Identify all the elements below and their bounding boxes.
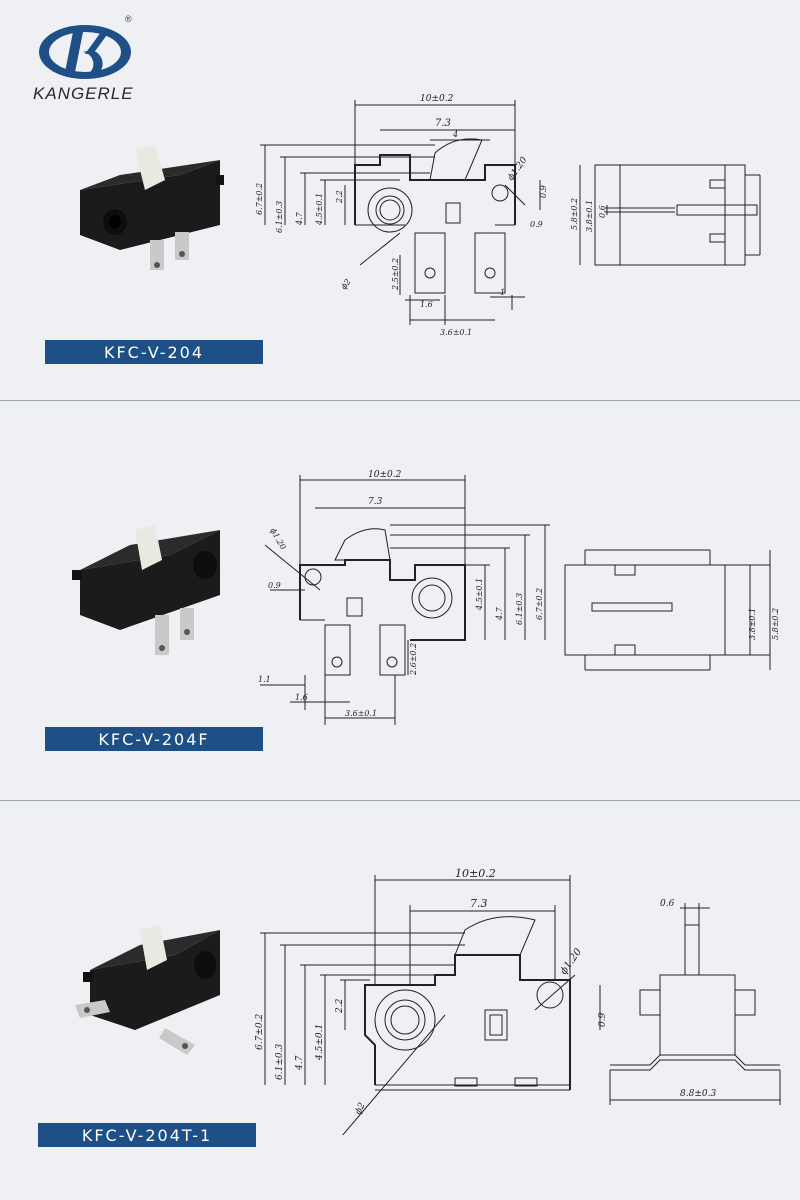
dim-total-length: 10±0.2 [368, 470, 402, 480]
dim-height-body: 4.5±0.1 [315, 193, 324, 226]
dim-pin-height: 2.5±0.2 [391, 258, 400, 291]
dim-09-a: 0.9 [539, 185, 548, 198]
dim-height-on: 6.1±0.3 [275, 1044, 285, 1080]
product-photo-kfc-v-204f [72, 525, 220, 655]
section-kfc-v-204t-1: KFC-V-204T-1 10±0.2 7.3 ϕ1.20 [0, 800, 800, 1200]
dim-base-width: 8.8±0.3 [680, 1089, 716, 1099]
side-inner: 3.8±0.1 [748, 608, 757, 640]
dim-total-length: 10±0.2 [420, 94, 454, 104]
side-width: 5.8±0.2 [771, 608, 780, 640]
divider-1 [0, 400, 800, 401]
dim-pin-pitch: 3.6±0.1 [440, 328, 472, 337]
dim-pin-pitch: 3.6±0.1 [345, 709, 377, 718]
dim-hole-d2: ϕ2 [354, 1101, 368, 1116]
side-view-drawing: 3.8±0.1 5.8±0.2 [564, 549, 780, 671]
dim-total-length: 10±0.2 [455, 867, 496, 880]
dim-height-max: 4.7 [295, 1055, 305, 1071]
dim-hole-diameter: ϕ1.20 [558, 946, 584, 977]
dim-height-total: 6.7±0.2 [255, 183, 264, 215]
dim-22: 2.2 [335, 998, 345, 1014]
front-view-drawing: 10±0.2 7.3 4 ϕ1.20 6.7±0.2 6.1±0.3 4.7 4… [255, 94, 548, 337]
side-inner: 3.8±0.1 [585, 200, 594, 232]
model-label: KFC-V-204F [45, 727, 263, 751]
dim-09-b: 0.9 [530, 220, 543, 229]
dim-pin-left: 1.1 [258, 675, 271, 684]
dim-09: 0.9 [598, 1012, 608, 1027]
brand-name: KANGERLE [33, 84, 134, 103]
kangerle-logo-icon [39, 25, 131, 79]
front-view-drawing: 10±0.2 7.3 ϕ1.20 0.9 4.5±0.1 4.7 6.1±0.3… [258, 470, 550, 725]
side-width: 5.8±0.2 [570, 198, 579, 230]
dim-lever-length: 7.3 [368, 497, 383, 507]
dim-height-on: 6.1±0.3 [275, 201, 284, 233]
dim-hole-diameter: ϕ1.20 [268, 527, 287, 552]
dim-lever-width: 4 [452, 130, 458, 139]
dim-height-body: 4.5±0.1 [315, 1024, 325, 1061]
registered-mark: ® [125, 14, 132, 24]
dim-height-on: 6.1±0.3 [515, 593, 524, 625]
dim-pin-gap: 1 [500, 288, 505, 297]
side-view-drawing: 0.6 8.8±0.3 [609, 899, 781, 1105]
dim-lever-length: 7.3 [470, 897, 488, 910]
product-photo-kfc-v-204 [80, 145, 224, 270]
side-slot: 0.6 [598, 205, 607, 218]
front-view-drawing: 10±0.2 7.3 ϕ1.20 6.7±0.2 6.1±0.3 4.7 4.5… [255, 867, 608, 1135]
section-kfc-v-204: KFC-V-204 [0, 0, 800, 400]
dim-09: 0.9 [268, 581, 281, 590]
dim-pin-width: 1.6 [420, 300, 433, 309]
dim-height-total: 6.7±0.2 [255, 1014, 265, 1050]
dim-pin-width: 1.6 [295, 693, 308, 702]
dim-height-max: 4.7 [495, 606, 504, 621]
side-view-drawing: 5.8±0.2 3.8±0.1 0.6 [570, 164, 761, 266]
dim-height-max: 4.7 [295, 211, 304, 226]
divider-2 [0, 800, 800, 801]
dim-height-total: 6.7±0.2 [535, 588, 544, 620]
dim-hole-diameter: ϕ1.20 [506, 155, 529, 182]
section-kfc-v-204f: KFC-V-204F 10±0.2 7.3 ϕ1 [0, 400, 800, 800]
model-label: KFC-V-204 [45, 340, 263, 364]
product-photo-kfc-v-204t-1 [75, 925, 220, 1055]
dim-hole-d2: ϕ2 [339, 277, 352, 291]
dim-pin-height: 2.6±0.2 [409, 643, 418, 676]
dim-lever-length: 7.3 [435, 118, 451, 129]
model-label: KFC-V-204T-1 [38, 1123, 256, 1147]
dim-22: 2.2 [335, 190, 344, 204]
brand-logo: ® KANGERLE [33, 14, 143, 108]
dim-height-body: 4.5±0.1 [475, 578, 484, 611]
dim-pin-top: 0.6 [660, 899, 675, 909]
